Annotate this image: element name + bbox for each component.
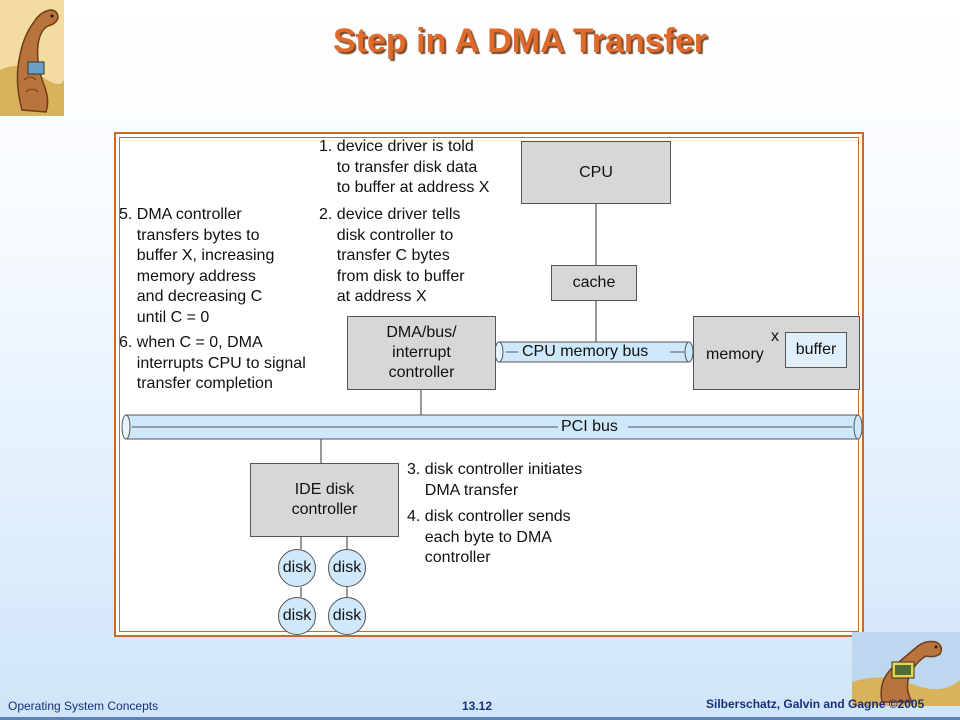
- footer-copyright: Silberschatz, Galvin and Gagne ©2005: [706, 697, 925, 711]
- cpu-box: CPU: [521, 141, 671, 204]
- note-step-3: 3. disk controller initiates DMA transfe…: [407, 461, 583, 499]
- note-step-5: 5. DMA controller transfers bytes to buf…: [119, 206, 275, 326]
- note-step-4: 4. disk controller sends each byte to DM…: [407, 508, 571, 566]
- footer-course: Operating System Concepts: [8, 699, 159, 713]
- footer-page-number: 13.12: [462, 699, 493, 713]
- note-step-1: 1. device driver is told to transfer dis…: [319, 138, 490, 196]
- buffer-box: buffer: [785, 332, 847, 368]
- dma-diagram: 1. device driver is told to transfer dis…: [114, 132, 864, 637]
- cache-box: cache: [551, 265, 637, 301]
- ide-controller-box: IDE disk controller: [250, 463, 399, 537]
- pci-bus: [121, 414, 863, 440]
- disk-4: disk: [328, 597, 366, 635]
- dma-controller-box: DMA/bus/ interrupt controller: [347, 316, 496, 390]
- memory-label: memory: [706, 346, 764, 363]
- dinosaur-logo-bottom: [852, 632, 960, 706]
- page-title: Step in A DMA Transfer: [332, 22, 708, 60]
- disk-1: disk: [278, 549, 316, 587]
- footer-divider: [0, 717, 960, 720]
- dinosaur-logo-top: [0, 0, 64, 116]
- disk-2: disk: [328, 549, 366, 587]
- cpu-memory-bus-label: CPU memory bus: [522, 343, 649, 360]
- pci-bus-label: PCI bus: [561, 418, 618, 435]
- note-step-6: 6. when C = 0, DMA interrupts CPU to sig…: [119, 334, 306, 392]
- note-step-2: 2. device driver tells disk controller t…: [319, 206, 465, 305]
- disk-3: disk: [278, 597, 316, 635]
- address-x-label: x: [771, 328, 779, 345]
- diagram-wires: [121, 204, 863, 597]
